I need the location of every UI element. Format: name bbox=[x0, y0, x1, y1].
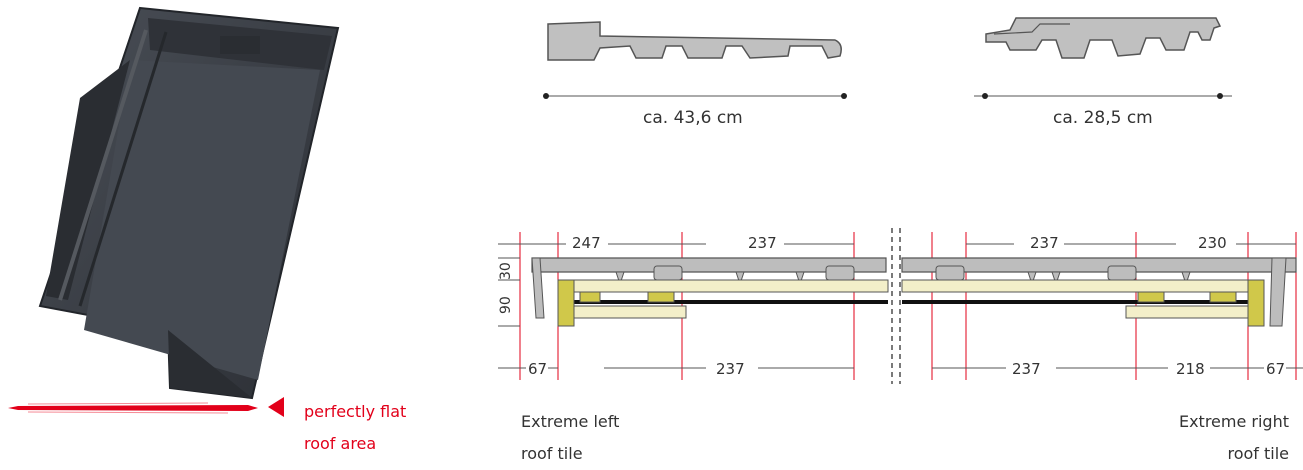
dim-vertical-90: 90 bbox=[498, 296, 514, 314]
tile-width-label: ca. 43,6 cm bbox=[643, 108, 743, 128]
right-tile-caption: Extreme right roof tile bbox=[1179, 406, 1289, 470]
dim-bottom-4: 218 bbox=[1176, 360, 1205, 378]
dim-bottom-5: 67 bbox=[1266, 360, 1286, 378]
dim-top-4: 230 bbox=[1198, 234, 1227, 252]
roof-tile-photo bbox=[20, 0, 360, 400]
flat-area-caption: perfectly flat roof area bbox=[304, 396, 444, 460]
dim-vertical-30: 30 bbox=[498, 262, 514, 280]
left-tile-caption: Extreme left roof tile bbox=[521, 406, 619, 470]
dim-top-1: 247 bbox=[572, 234, 601, 252]
left-caption-line1: Extreme left bbox=[521, 412, 620, 431]
tile-height-label: ca. 28,5 cm bbox=[1053, 108, 1153, 128]
dim-bottom-3: 237 bbox=[1012, 360, 1041, 378]
left-caption-line2: roof tile bbox=[521, 444, 583, 463]
cross-section-diagram bbox=[496, 228, 1303, 388]
dim-bottom-2: 237 bbox=[716, 360, 745, 378]
right-caption-line2: roof tile bbox=[1227, 444, 1289, 463]
right-caption-line1: Extreme right bbox=[1178, 412, 1289, 431]
flat-area-line2: roof area bbox=[304, 434, 377, 453]
tile-height-profile bbox=[970, 10, 1235, 130]
tile-width-profile bbox=[540, 10, 850, 130]
dim-bottom-1: 67 bbox=[528, 360, 548, 378]
flat-area-line1: perfectly flat bbox=[304, 402, 407, 421]
flat-area-arrow-icon bbox=[268, 397, 288, 417]
flat-roof-line bbox=[8, 400, 258, 414]
dim-top-2: 237 bbox=[748, 234, 777, 252]
dim-top-3: 237 bbox=[1030, 234, 1059, 252]
